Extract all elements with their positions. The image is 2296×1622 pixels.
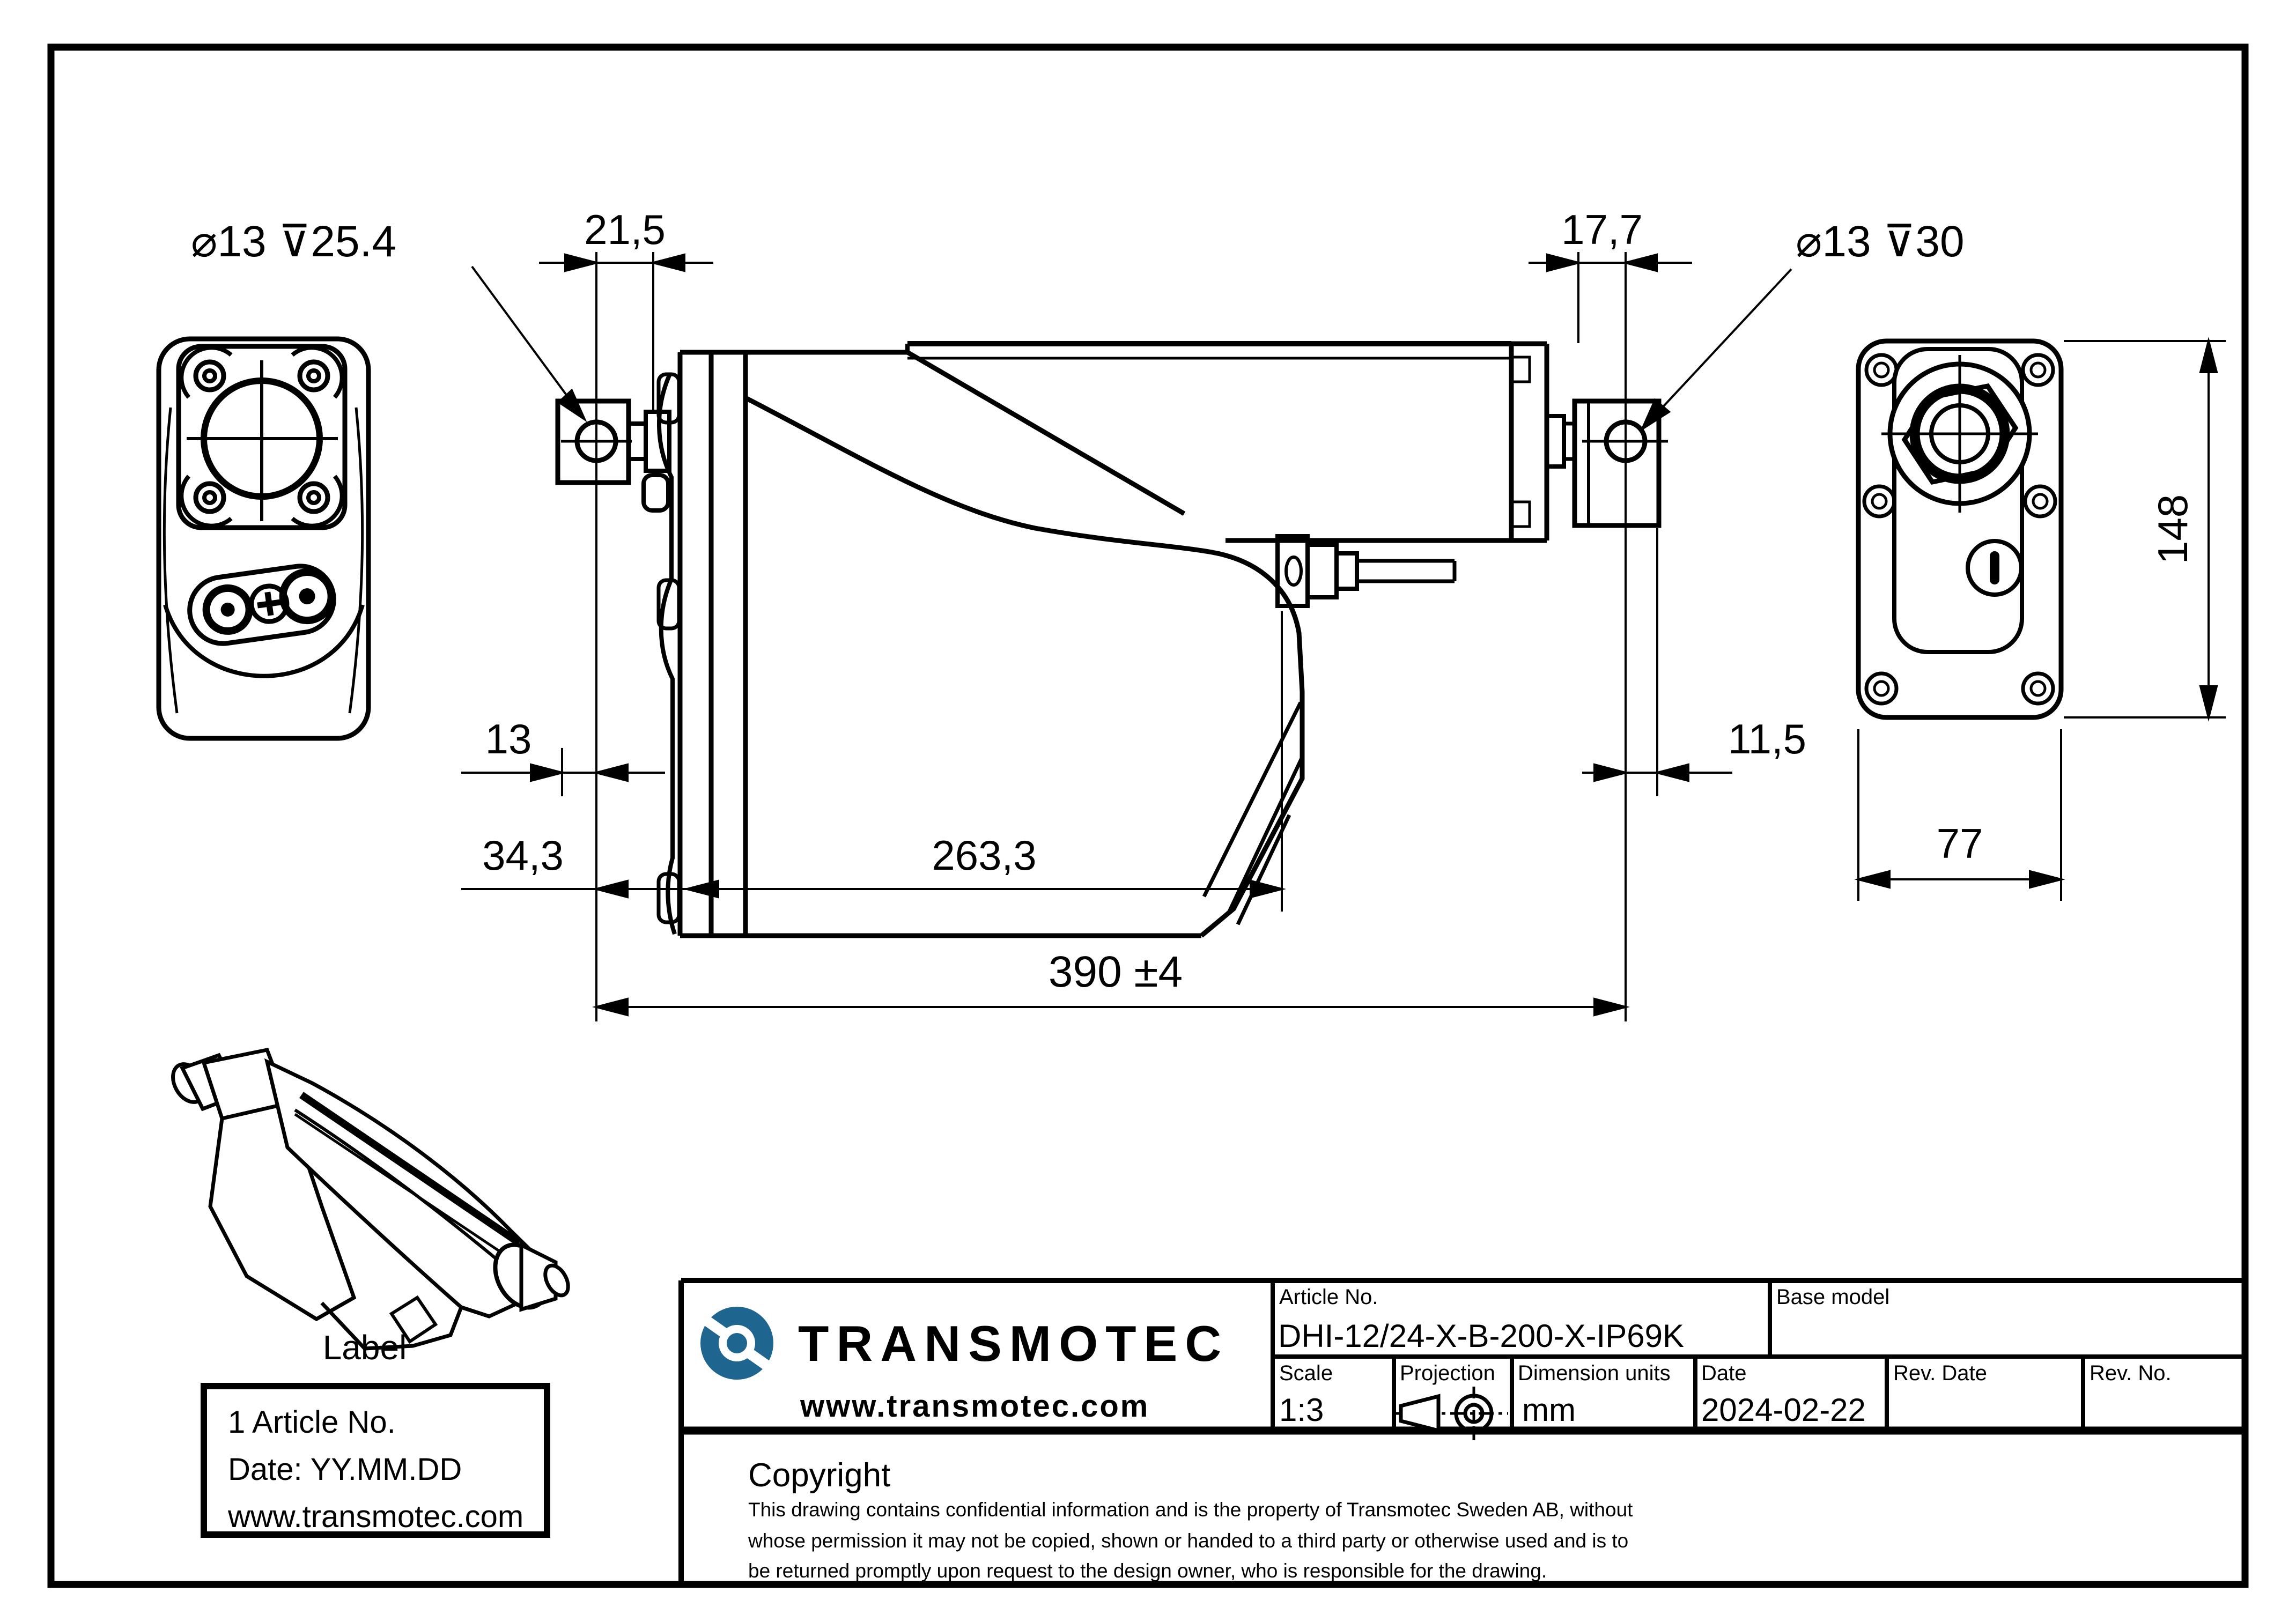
logo-website-text: www.transmotec.com <box>800 1389 1149 1424</box>
dimensions <box>461 252 2226 1021</box>
copyright-line1: This drawing contains confidential infor… <box>748 1499 1633 1521</box>
corner-screw-icon <box>179 345 344 528</box>
logo-swirl-icon <box>695 1307 779 1380</box>
drawing-border <box>47 43 2249 1588</box>
title-block: TRANSMOTEC www.transmotec.com Article No… <box>678 1278 2245 1584</box>
dimension-units-label: Dimension units <box>1518 1361 1671 1385</box>
manual-override-slot <box>1966 539 2024 597</box>
transmotec-logo: TRANSMOTEC www.transmotec.com <box>695 1307 1229 1424</box>
front-clevis <box>555 398 632 485</box>
dim-front-block: 13 <box>485 715 532 762</box>
rev-no-label: Rev. No. <box>2090 1361 2172 1385</box>
copyright-line3: be returned promptly upon request to the… <box>748 1560 1547 1582</box>
logo-brand-text: TRANSMOTEC <box>798 1315 1229 1372</box>
front-end-view <box>156 336 371 741</box>
cable-connector <box>1275 534 1457 608</box>
copyright-block: Copyright This drawing contains confiden… <box>748 1457 1633 1582</box>
actuator-tube <box>905 341 1549 543</box>
article-no-label: Article No. <box>1279 1285 1378 1309</box>
rear-end-view <box>1856 338 2064 720</box>
isometric-view <box>171 1047 570 1351</box>
front-shaft-bore <box>187 360 338 521</box>
projection-label: Projection <box>1400 1361 1495 1385</box>
dim-front-section: 34,3 <box>482 832 564 879</box>
label-box: 1 Article No. Date: YY.MM.DD www.transmo… <box>201 1383 550 1538</box>
main-side-view <box>555 341 1668 938</box>
dim-rear-pin-offset: 17,7 <box>1561 206 1643 253</box>
dim-body-height: 148 <box>2149 494 2196 564</box>
date-value: 2024-02-22 <box>1701 1392 1866 1428</box>
label-box-line2: Date: YY.MM.DD <box>228 1452 462 1487</box>
dim-overall-length: 390 ±4 <box>1049 947 1183 996</box>
scale-label: Scale <box>1279 1361 1333 1385</box>
date-label: Date <box>1701 1361 1747 1385</box>
dim-rear-hole-callout: ⌀13 ⊽30 <box>1796 217 1965 266</box>
dimension-units-value: mm <box>1522 1392 1576 1428</box>
label-box-line3: www.transmotec.com <box>227 1499 523 1534</box>
iso-caption: Label <box>323 1328 407 1367</box>
dim-rear-block: 11,5 <box>1728 715 1806 762</box>
rear-clevis <box>1545 398 1668 528</box>
connector-recess <box>187 564 336 646</box>
dim-front-hole-callout: ⌀13 ⊽25.4 <box>191 217 396 266</box>
copyright-line2: whose permission it may not be copied, s… <box>748 1530 1628 1552</box>
dim-body-width: 77 <box>1937 820 1983 867</box>
base-model-label: Base model <box>1776 1285 1889 1309</box>
label-box-line1: 1 Article No. <box>228 1405 396 1440</box>
rev-date-label: Rev. Date <box>1893 1361 1987 1385</box>
shaft-boss <box>1881 355 2038 513</box>
dim-housing-length: 263,3 <box>932 832 1036 879</box>
first-angle-projection-icon <box>1393 1387 1508 1440</box>
dim-front-pin-offset: 21,5 <box>584 206 666 253</box>
article-no-value: DHI-12/24-X-B-200-X-IP69K <box>1278 1318 1684 1354</box>
scale-value: 1:3 <box>1279 1392 1324 1428</box>
copyright-heading: Copyright <box>748 1457 890 1494</box>
